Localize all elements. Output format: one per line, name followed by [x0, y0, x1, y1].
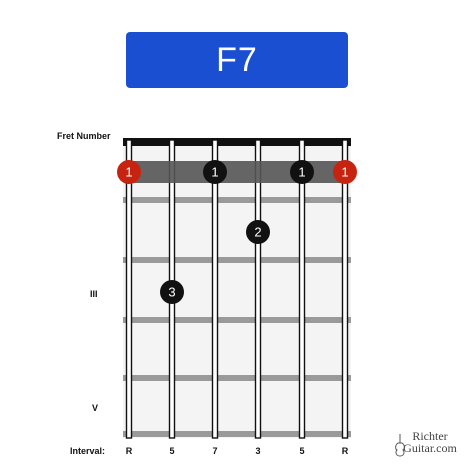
note-dot-circle	[246, 220, 270, 244]
note-dot-circle	[160, 280, 184, 304]
fret-wire-1	[123, 197, 351, 203]
finger-number: 1	[341, 165, 348, 180]
nut	[123, 138, 351, 146]
fret-wire-2	[123, 257, 351, 263]
interval-string-4: 3	[255, 446, 261, 456]
note-dot-string-6: 1	[333, 160, 357, 184]
brand-line-2: Guitar.com	[403, 441, 457, 455]
interval-string-5: 5	[299, 446, 305, 456]
string-3	[211, 139, 219, 439]
string-6	[341, 139, 349, 439]
string-5	[298, 139, 306, 439]
finger-number: 1	[211, 165, 218, 180]
note-dot-circle	[290, 160, 314, 184]
note-dot-string-5: 1	[290, 160, 314, 184]
finger-number: 2	[254, 225, 261, 240]
note-dot-circle	[117, 160, 141, 184]
fret-wire-4	[123, 375, 351, 381]
barre-bar	[129, 161, 345, 183]
interval-label: Interval:	[70, 446, 106, 456]
brand-logo: Richter Guitar.com	[395, 429, 460, 457]
note-dot-string-3: 1	[203, 160, 227, 184]
finger-number: 1	[298, 165, 305, 180]
interval-string-3: 7	[212, 446, 218, 456]
brand-line-1: Richter	[412, 429, 448, 443]
string-1	[125, 139, 133, 439]
guitar-icon	[395, 434, 405, 457]
finger-number: 3	[168, 285, 175, 300]
note-dot-circle	[203, 160, 227, 184]
fret-marker-5: V	[92, 403, 99, 413]
chord-title: F7	[216, 40, 258, 79]
chord-title-box: F7	[126, 32, 348, 88]
note-dot-string-1: 1	[117, 160, 141, 184]
fret-wire-3	[123, 317, 351, 323]
string-4	[254, 139, 262, 439]
fret-number-label: Fret Number	[57, 131, 111, 141]
note-dot-string-2: 3	[160, 280, 184, 304]
interval-string-1: R	[125, 446, 133, 456]
note-dot-string-4: 2	[246, 220, 270, 244]
fret-marker-3: III	[90, 289, 98, 299]
finger-number: 1	[125, 165, 132, 180]
interval-string-6: R	[341, 446, 349, 456]
interval-string-2: 5	[169, 446, 175, 456]
fret-wire-5	[123, 431, 351, 437]
note-dot-circle	[333, 160, 357, 184]
